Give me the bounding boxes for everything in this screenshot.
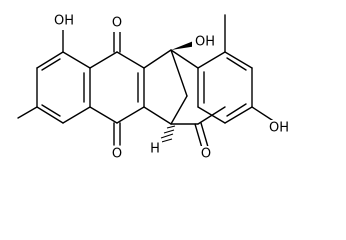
bond	[89, 51, 118, 69]
bond	[116, 106, 145, 124]
stereo-hash-bond	[157, 125, 176, 144]
bond	[62, 106, 91, 124]
methyl-bond	[17, 106, 38, 119]
atom-label-o: O	[201, 147, 211, 162]
bond	[170, 49, 188, 97]
right-aromatic-ring	[197, 51, 253, 124]
atom-label-o: O	[112, 147, 122, 162]
left-aromatic-ring	[36, 51, 91, 124]
bond	[170, 95, 188, 125]
hash-line	[166, 125, 176, 129]
atom-label-o: O	[112, 16, 122, 31]
hydroxyl-bond	[251, 106, 276, 123]
hash-line	[163, 129, 175, 134]
double-bond-inner	[226, 57, 247, 71]
bond	[62, 51, 91, 69]
bond	[224, 106, 253, 124]
bond	[224, 51, 253, 69]
quinone-ring	[89, 51, 145, 124]
atom-label-h: H	[150, 142, 160, 157]
label-o-ketone: O	[199, 146, 213, 162]
double-bond-inner	[226, 103, 247, 117]
hash-line	[160, 133, 174, 139]
carbonyl-bond	[194, 123, 203, 149]
bond	[143, 106, 172, 125]
label-o-bottom-quinone: O	[110, 146, 124, 162]
label-o-top-quinone: O	[110, 16, 124, 32]
bond	[170, 49, 199, 69]
bond	[36, 51, 64, 69]
carbonyl-bond	[200, 122, 209, 148]
chemical-structure-diagram: OH O OH O H O OH	[17, 13, 292, 162]
stereo-wedge-bond	[171, 40, 197, 50]
label-oh-top-left: OH	[52, 14, 76, 30]
atom-label-oh: OH	[269, 121, 289, 136]
double-bond-inner	[41, 104, 61, 117]
atom-label-oh: OH	[54, 14, 74, 29]
bond	[143, 49, 172, 69]
bridged-ring	[143, 49, 226, 125]
label-oh-bottom-right: OH	[266, 120, 292, 136]
bond	[116, 51, 145, 69]
bond	[197, 106, 226, 124]
double-bond-inner	[41, 58, 61, 71]
bond	[36, 106, 64, 124]
label-h-bridgehead: H	[148, 141, 162, 157]
bond	[197, 51, 226, 69]
label-oh-bridgehead: OH	[192, 34, 216, 50]
atom-label-oh: OH	[195, 35, 215, 50]
bond	[89, 106, 118, 124]
